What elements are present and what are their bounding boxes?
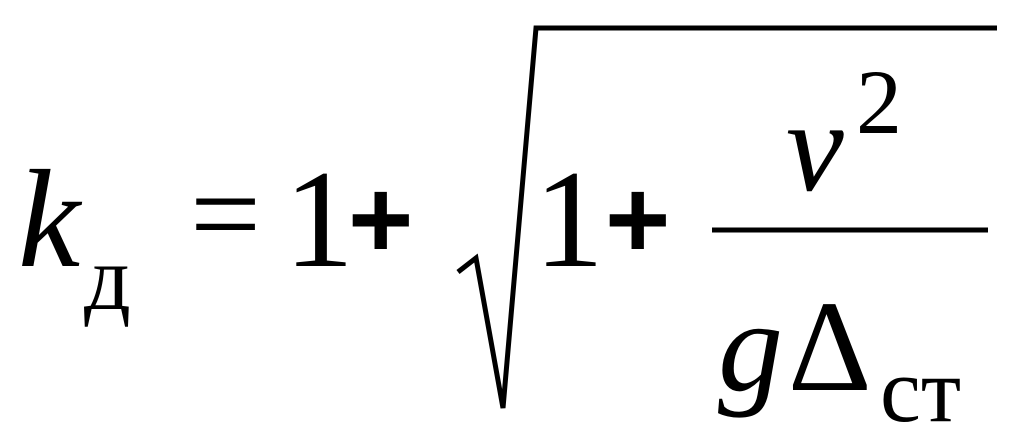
lhs-symbol: k — [18, 142, 81, 297]
numerator-exponent: 2 — [856, 51, 902, 153]
denominator-symbol: g — [718, 275, 783, 419]
denominator-subscript: ст — [880, 339, 962, 441]
radicand-plus-sign: + — [605, 157, 671, 282]
term-one: 1 — [284, 142, 354, 297]
equals-sign: = — [190, 145, 262, 284]
radical-sign — [456, 25, 997, 409]
plus-sign: + — [348, 157, 414, 282]
lhs-subscript: д — [84, 227, 131, 329]
denominator-delta: Δ — [788, 275, 872, 419]
numerator-symbol: v — [786, 75, 844, 219]
radicand-one: 1 — [534, 142, 604, 297]
